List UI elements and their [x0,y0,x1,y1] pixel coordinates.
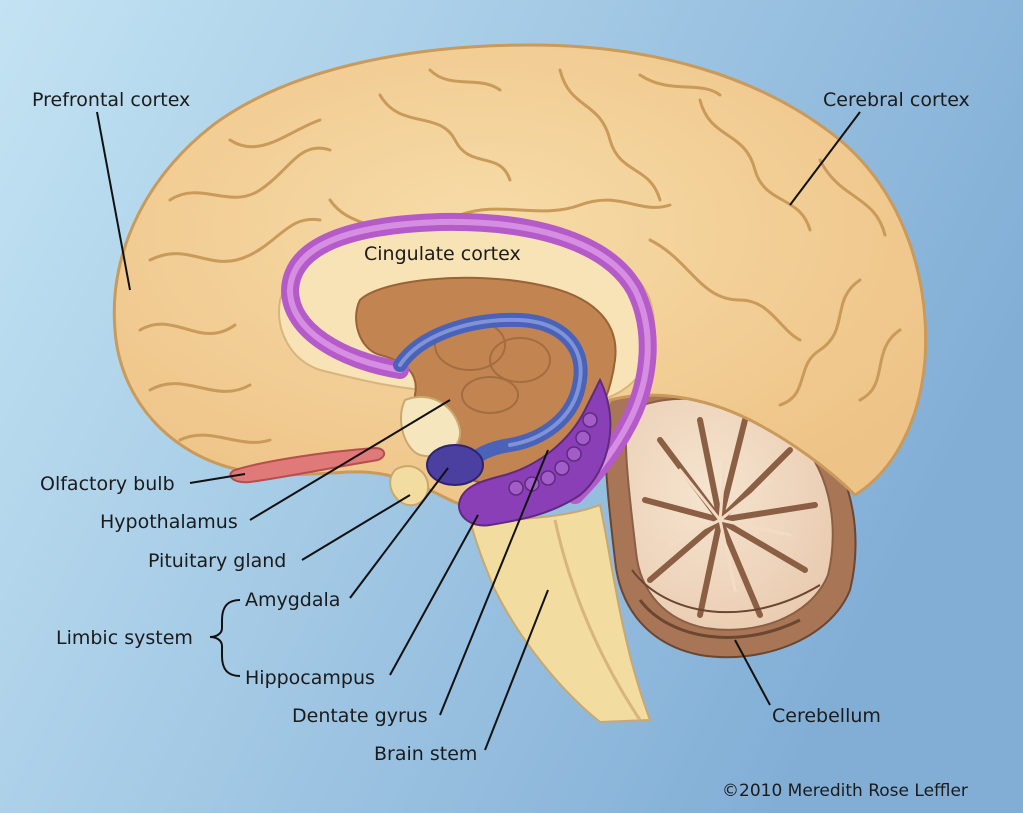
label-olfactory-bulb: Olfactory bulb [40,473,175,495]
fornix-highlight [398,317,583,447]
copyright-credit: ©2010 Meredith Rose Leffler [722,781,968,801]
label-hippocampus: Hippocampus [245,667,375,689]
label-cerebral-cortex: Cerebral cortex [823,89,970,111]
leader-dentate [439,449,549,716]
hippocampus-shape [458,377,612,527]
limbic-brace [209,599,241,677]
label-cerebellum: Cerebellum [772,705,881,727]
label-cingulate-cortex: Cingulate cortex [364,243,521,265]
brain-stem-ridge [553,519,642,721]
label-brain-stem: Brain stem [374,743,477,765]
olfactory-bulb-shape [229,446,386,484]
leader-olfactory [189,473,246,484]
leader-cerebral [789,111,861,206]
leader-prefrontal [96,111,131,291]
cerebellum-shape [604,381,857,659]
label-hypothalamus: Hypothalamus [100,511,238,533]
leader-pituitary [301,494,411,561]
label-prefrontal-cortex: Prefrontal cortex [32,89,190,111]
label-limbic-system: Limbic system [56,627,193,649]
brain-stem-shape [468,503,652,724]
leader-lines [96,111,861,751]
label-amygdala: Amygdala [245,589,340,611]
pituitary-shape [389,465,430,507]
cingulate-highlight [286,218,651,498]
leader-brain-stem [484,589,549,751]
leader-cerebellum [734,639,771,706]
label-pituitary-gland: Pituitary gland [148,550,286,572]
leader-hypothalamus [249,399,451,521]
amygdala-shape [426,444,484,486]
label-dentate-gyrus: Dentate gyrus [292,705,428,727]
leader-amygdala [349,467,449,599]
leader-hippocampus [389,514,479,676]
